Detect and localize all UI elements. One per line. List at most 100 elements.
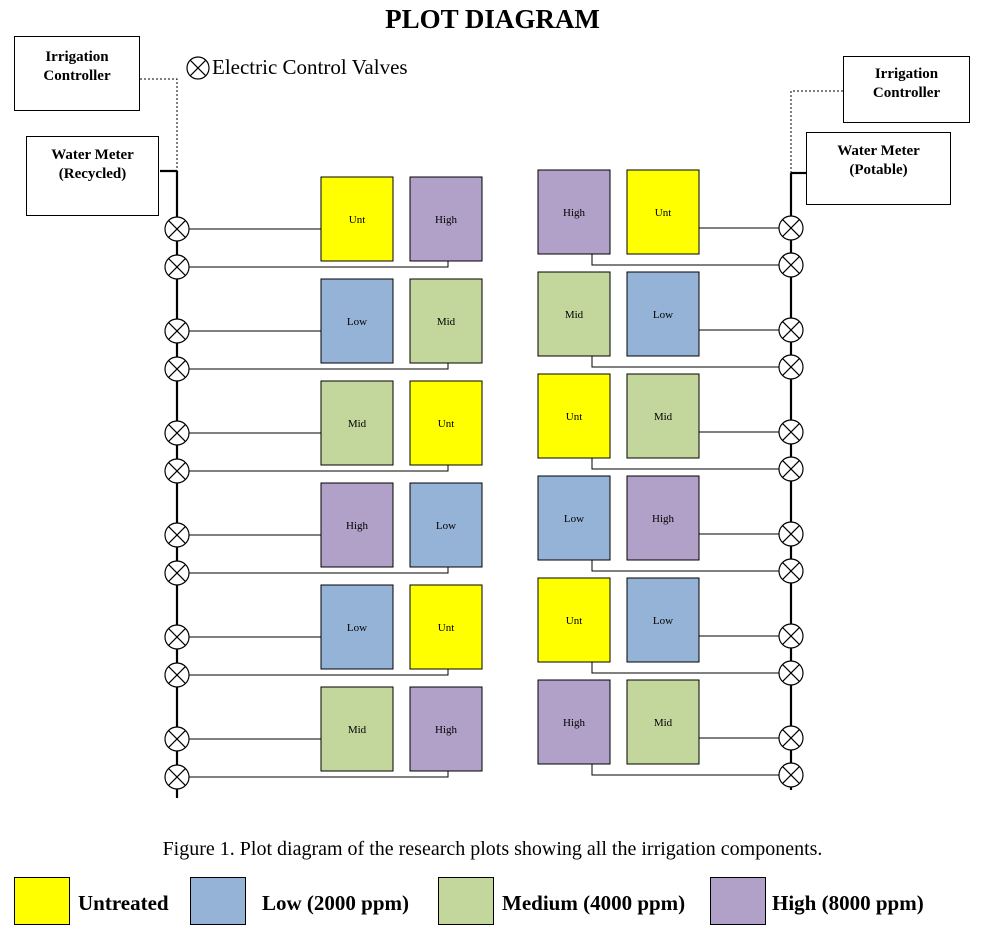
left-water-meter: Water Meter (Recycled) (26, 136, 159, 216)
left-plot-1b: High (409, 176, 483, 262)
right-valve-6b (778, 762, 804, 788)
left-feed-6b (177, 771, 449, 778)
right-plot-4b: High (626, 475, 700, 561)
right-valve-2b (778, 354, 804, 380)
left-plot-1b-label: High (435, 214, 458, 226)
legend-swatch-high (710, 877, 766, 925)
right-feed-1b (591, 254, 791, 266)
legend-label-high: High (8000 ppm) (772, 891, 924, 915)
left-plot-5b-label: Unt (438, 622, 455, 634)
pipes (140, 78, 843, 798)
right-meter-line1: Water Meter (837, 143, 920, 159)
left-plot-2a: Low (320, 278, 394, 364)
left-plot-3b-label: Unt (438, 418, 455, 430)
left-feed-3b (177, 465, 449, 472)
right-valve-3b (778, 456, 804, 482)
right-valve-5b (778, 660, 804, 686)
left-valve-5b (164, 662, 190, 688)
right-plot-4a-label: Low (564, 513, 584, 525)
right-controller-line2: Controller (872, 85, 941, 101)
right-plot-3b: Mid (626, 373, 700, 459)
right-plot-6b: Mid (626, 679, 700, 765)
legend-swatch-untreated (14, 877, 70, 925)
legend-label-medium: Medium (4000 ppm) (502, 891, 686, 915)
left-controller-line1: Irrigation (45, 49, 109, 65)
left-plot-3a-label: Mid (348, 418, 367, 430)
right-plot-6a: High (537, 679, 611, 765)
right-controller-line1: Irrigation (874, 66, 939, 82)
left-plot-5b: Unt (409, 584, 483, 670)
right-feed-4b (591, 560, 791, 572)
left-plot-5a: Low (320, 584, 394, 670)
left-valve-3b (164, 458, 190, 484)
right-plot-4a: Low (537, 475, 611, 561)
right-plot-5a: Unt (537, 577, 611, 663)
valve-icon (186, 55, 210, 80)
legend-label-low: Low (2000 ppm) (262, 891, 410, 915)
right-valve-1a (778, 215, 804, 241)
left-plot-6b: High (409, 686, 483, 772)
valve-legend: Electric Control Valves (186, 55, 408, 80)
right-plot-1b: Unt (626, 169, 700, 255)
right-plot-3a-label: Unt (566, 411, 583, 423)
right-plot-2b: Low (626, 271, 700, 357)
right-feed-2b (591, 356, 791, 368)
left-plot-2b: Mid (409, 278, 483, 364)
figure-caption: Figure 1. Plot diagram of the research p… (162, 838, 823, 860)
right-plot-5b: Low (626, 577, 700, 663)
left-valve-6a (164, 726, 190, 752)
left-controller-line2: Controller (43, 68, 111, 84)
left-plot-4a: High (320, 482, 394, 568)
left-plot-4a-label: High (346, 520, 369, 532)
right-plot-3b-label: Mid (654, 411, 673, 423)
right-valve-4a (778, 521, 804, 547)
right-plot-6a-label: High (563, 717, 586, 729)
left-plot-6a-label: Mid (348, 724, 367, 736)
right-plot-1a: High (537, 169, 611, 255)
left-plot-5a-label: Low (347, 622, 367, 634)
valves (164, 215, 804, 790)
left-irrigation-controller: Irrigation Controller (14, 36, 140, 111)
right-plot-2b-label: Low (653, 309, 673, 321)
right-feed-3b (591, 458, 791, 470)
valve-legend-label: Electric Control Valves (212, 55, 408, 79)
left-meter-line1: Water Meter (51, 147, 134, 163)
left-valve-1a (164, 216, 190, 242)
left-plot-4b-label: Low (436, 520, 456, 532)
left-feed-5b (177, 669, 449, 676)
left-feed-1b (177, 261, 449, 268)
right-plot-1b-label: Unt (655, 207, 672, 219)
right-valve-5a (778, 623, 804, 649)
left-plot-3a: Mid (320, 380, 394, 466)
right-irrigation-controller: Irrigation Controller (843, 56, 970, 123)
left-plot-3b: Unt (409, 380, 483, 466)
right-valve-2a (778, 317, 804, 343)
right-feed-6b (591, 764, 791, 776)
left-plot-2b-label: Mid (437, 316, 456, 328)
left-valve-1b (164, 254, 190, 280)
left-plot-6b-label: High (435, 724, 458, 736)
legend-label-untreated: Untreated (78, 891, 169, 915)
left-plot-2a-label: Low (347, 316, 367, 328)
right-plot-4b-label: High (652, 513, 675, 525)
right-plot-2a-label: Mid (565, 309, 584, 321)
left-valve-2b (164, 356, 190, 382)
right-valve-4b (778, 558, 804, 584)
left-feed-4b (177, 567, 449, 574)
right-plot-1a-label: High (563, 207, 586, 219)
right-valve-3a (778, 419, 804, 445)
left-meter-line2: (Recycled) (58, 166, 127, 182)
page-title: PLOT DIAGRAM (385, 4, 600, 34)
left-feed-2b (177, 363, 449, 370)
left-plot-4b: Low (409, 482, 483, 568)
left-controller-wire (140, 78, 178, 171)
right-meter-line2: (Potable) (849, 162, 908, 178)
right-controller-wire (790, 90, 843, 173)
left-valve-5a (164, 624, 190, 650)
left-plot-1a-label: Unt (349, 214, 366, 226)
legend-swatch-medium (438, 877, 494, 925)
right-plot-6b-label: Mid (654, 717, 673, 729)
left-plot-1a: Unt (320, 176, 394, 262)
